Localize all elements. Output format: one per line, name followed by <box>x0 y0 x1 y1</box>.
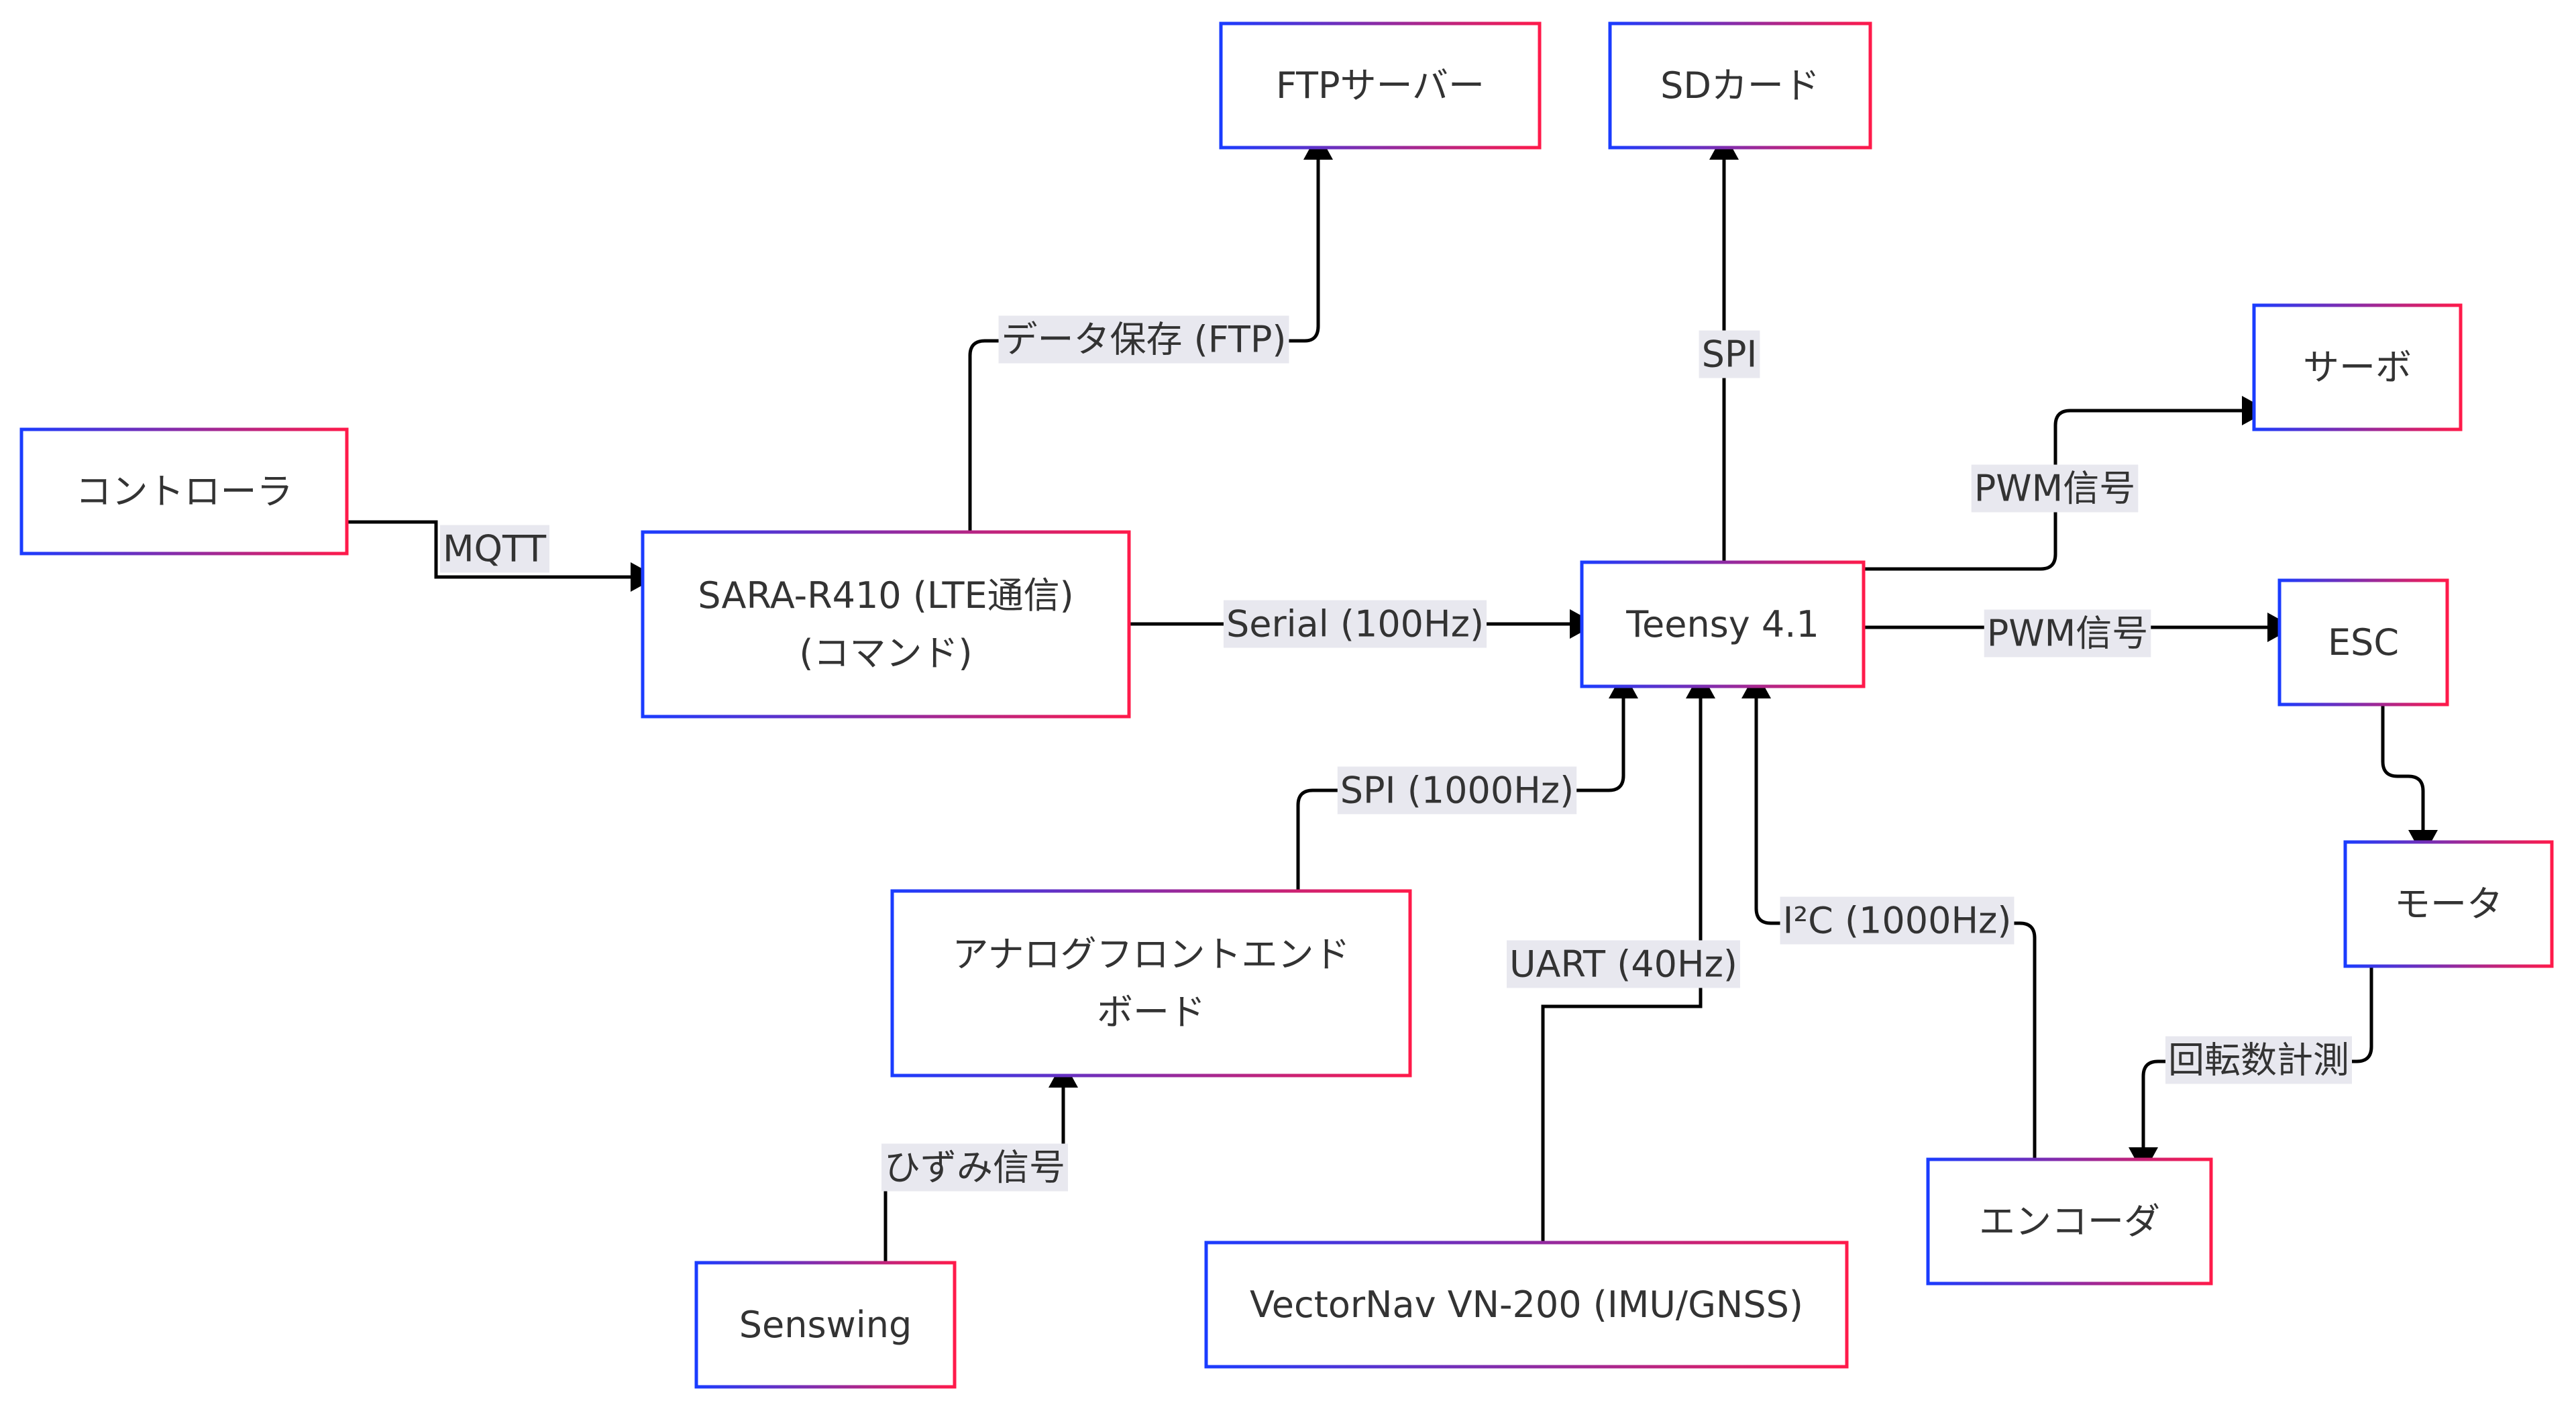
node-box <box>641 530 1131 719</box>
node-box <box>2343 840 2554 968</box>
node-box <box>2277 578 2449 706</box>
edge-label-i2c: I²C (1000Hz) <box>1780 896 2015 945</box>
node-box <box>1926 1157 2213 1286</box>
edge-label-text: ひずみ信号 <box>884 1147 1065 1189</box>
node-label-line: ESC <box>2328 621 2399 664</box>
edge-label-uart: UART (40Hz) <box>1506 940 1741 988</box>
edge-label-text: Serial (100Hz) <box>1226 603 1484 645</box>
edge-label-text: PWM信号 <box>1987 613 2149 655</box>
edge-label-background <box>998 315 1289 364</box>
node-label-line: SDカード <box>1660 64 1820 107</box>
edge-label-pwm-servo: PWM信号 <box>1971 464 2139 513</box>
node-box <box>1204 1241 1849 1369</box>
edge-label-background <box>439 525 550 573</box>
node-label-line: Senswing <box>739 1304 912 1346</box>
edge-label-background <box>1971 464 2139 513</box>
edge-label-pwm-esc: PWM信号 <box>1984 609 2151 658</box>
edge-label-background <box>1337 766 1577 815</box>
node-box <box>2252 303 2463 431</box>
node-label-line: エンコーダ <box>1979 1200 2160 1243</box>
node-sara: SARA-R410 (LTE通信) (コマンド) <box>641 530 1131 719</box>
node-label-line: SARA-R410 (LTE通信) <box>698 574 1073 617</box>
node-box <box>1219 21 1542 150</box>
node-box <box>694 1261 957 1389</box>
edge-label-text: SPI <box>1702 333 1758 376</box>
edge-label-text: PWM信号 <box>1974 468 2136 510</box>
edge-label-text: I²C (1000Hz) <box>1783 900 2012 942</box>
node-label-line: Teensy 4.1 <box>1625 603 1819 645</box>
edge-label-text: UART (40Hz) <box>1509 943 1737 986</box>
node-box <box>890 889 1412 1078</box>
node-encoder: エンコーダ <box>1926 1157 2213 1286</box>
node-label-line: (コマンド) <box>799 632 972 674</box>
node-vectornav: VectorNav VN-200 (IMU/GNSS) <box>1204 1241 1849 1369</box>
edge-esc-motor <box>2381 704 2425 830</box>
node-servo: サーボ <box>2252 303 2463 431</box>
node-controller: コントローラ <box>19 427 349 556</box>
edge-label-background <box>1699 330 1760 378</box>
edge-label-text: データ保存 (FTP) <box>1002 319 1287 361</box>
node-ftp-server: FTPサーバー <box>1219 21 1542 150</box>
edge-label-background <box>881 1143 1068 1192</box>
edge-label-spi-afe: SPI (1000Hz) <box>1337 766 1577 815</box>
node-box <box>19 427 349 556</box>
edge-uart <box>1541 698 1703 1243</box>
edge-label-text: SPI (1000Hz) <box>1340 770 1574 812</box>
edge-label-background <box>2165 1036 2352 1084</box>
edge-label-background <box>1223 600 1487 648</box>
edge-label-data-save-ftp: データ保存 (FTP) <box>998 315 1289 364</box>
edge-mqtt <box>347 520 631 579</box>
edge-label-background <box>1780 896 2015 945</box>
node-motor: モータ <box>2343 840 2554 968</box>
node-box <box>1580 560 1866 688</box>
node-label-line: モータ <box>2394 883 2503 925</box>
node-label-line: VectorNav VN-200 (IMU/GNSS) <box>1250 1284 1803 1326</box>
edge-label-text: MQTT <box>443 528 547 570</box>
edge-label-strain: ひずみ信号 <box>881 1143 1068 1192</box>
edge-label-background <box>1506 940 1741 988</box>
node-box <box>1608 21 1872 150</box>
edge-label-serial: Serial (100Hz) <box>1223 600 1487 648</box>
node-sd-card: SDカード <box>1608 21 1872 150</box>
node-senswing: Senswing <box>694 1261 957 1389</box>
node-label-line: コントローラ <box>76 470 293 513</box>
node-label-line: ボード <box>1097 991 1205 1033</box>
edge-label-mqtt: MQTT <box>439 525 550 573</box>
edge-labels-layer: MQTT データ保存 (FTP) Serial (100Hz) SPI PWM信号 PWM… <box>439 315 2352 1192</box>
node-esc: ESC <box>2277 578 2449 706</box>
node-teensy: Teensy 4.1 <box>1580 560 1866 688</box>
node-label-line: アナログフロントエンド <box>953 933 1350 976</box>
nodes-layer: コントローラ SARA-R410 (LTE通信) (コマンド) FTPサーバー SDカー… <box>19 21 2554 1389</box>
edge-label-background <box>1984 609 2151 658</box>
edge-label-rpm: 回転数計測 <box>2165 1036 2352 1084</box>
edge-label-spi-sd: SPI <box>1699 330 1760 378</box>
node-label-line: サーボ <box>2303 346 2412 388</box>
edge-label-text: 回転数計測 <box>2168 1039 2349 1082</box>
node-label-line: FTPサーバー <box>1276 64 1485 107</box>
